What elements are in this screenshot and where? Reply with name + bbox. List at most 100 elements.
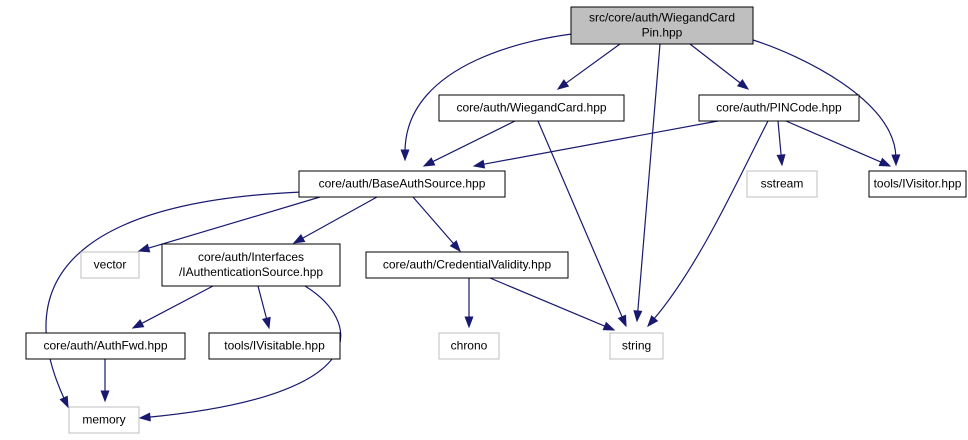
edge-line <box>257 285 268 321</box>
node-box <box>68 406 140 434</box>
node-label: core/auth/PINCode.hpp <box>716 101 842 115</box>
edge-root-to-ivisitor <box>752 39 901 167</box>
edge-line <box>139 285 214 325</box>
node-vector: vector <box>80 251 140 279</box>
edge-wiegandcard-to-string <box>537 120 627 328</box>
edge-line <box>45 191 303 400</box>
edge-line <box>146 196 321 250</box>
node-label: memory <box>82 413 125 427</box>
edge-baseauth-to-vector <box>137 196 321 253</box>
edge-arrowhead <box>292 233 306 244</box>
edge-credvalidity-to-chrono <box>464 278 474 329</box>
edge-iauthsource-to-authfwd <box>131 285 214 329</box>
node-memory: memory <box>68 406 140 434</box>
edge-arrowhead <box>422 157 436 167</box>
edge-line <box>689 43 743 85</box>
edge-line <box>300 196 378 240</box>
node-label: /IAuthenticationSource.hpp <box>179 265 323 279</box>
edge-line <box>777 120 782 158</box>
node-box <box>868 170 967 198</box>
edge-line <box>752 39 897 158</box>
edge-arrowhead <box>131 319 145 329</box>
node-box <box>25 332 186 360</box>
edge-line <box>564 43 621 85</box>
edge-baseauth-to-memory <box>45 191 303 409</box>
edge-arrowhead <box>400 149 410 162</box>
node-box <box>698 94 860 122</box>
node-ivisitable[interactable]: tools/IVisitable.hpp <box>208 332 341 360</box>
node-baseauth[interactable]: core/auth/BaseAuthSource.hpp <box>298 170 506 198</box>
node-label: core/auth/Interfaces <box>198 250 304 264</box>
edge-wiegandcard-to-baseauth <box>422 120 516 167</box>
edge-line <box>785 120 883 164</box>
edge-arrowhead <box>602 321 616 331</box>
edge-baseauth-to-credvalidity <box>412 196 461 253</box>
edge-iauthsource-to-ivisitable <box>257 285 271 330</box>
edge-line <box>481 120 719 166</box>
edge-pincode-to-string <box>647 120 769 328</box>
edge-pincode-to-ivisitor <box>785 120 892 167</box>
node-box <box>161 243 341 287</box>
node-label: core/auth/BaseAuthSource.hpp <box>319 177 486 191</box>
edge-line <box>637 43 661 314</box>
node-iauthsource[interactable]: core/auth/Interfaces/IAuthenticationSour… <box>161 243 341 287</box>
edge-arrowhead <box>776 154 786 167</box>
node-label: string <box>622 339 651 353</box>
node-box <box>609 332 664 360</box>
edge-arrowhead <box>100 390 110 403</box>
edge-arrowhead <box>472 159 486 169</box>
node-label: Pin.hpp <box>642 26 683 40</box>
node-label: core/auth/AuthFwd.hpp <box>43 339 167 353</box>
node-box <box>208 332 341 360</box>
edge-line <box>430 120 516 163</box>
node-box <box>438 94 625 122</box>
node-label: vector <box>94 258 127 272</box>
node-label: core/auth/WiegandCard.hpp <box>456 101 606 115</box>
node-string: string <box>609 332 664 360</box>
edge-arrowhead <box>138 412 151 422</box>
edge-arrowhead <box>891 154 901 167</box>
node-ivisitor[interactable]: tools/IVisitor.hpp <box>868 170 967 198</box>
edge-arrowhead <box>617 314 627 328</box>
node-label: tools/IVisitable.hpp <box>224 339 325 353</box>
node-box <box>570 6 754 45</box>
edge-line <box>412 196 456 246</box>
edge-line <box>652 120 769 321</box>
edge-arrowhead <box>878 157 892 167</box>
edge-arrowhead <box>137 243 151 253</box>
node-label: chrono <box>451 339 488 353</box>
node-credvalidity[interactable]: core/auth/CredentialValidity.hpp <box>365 251 569 279</box>
edge-arrowhead <box>59 395 69 409</box>
node-label: src/core/auth/WiegandCard <box>589 11 735 25</box>
edge-line <box>404 33 573 153</box>
edge-authfwd-to-memory <box>100 359 110 403</box>
edge-arrowhead <box>556 79 570 90</box>
edge-credvalidity-to-string <box>489 277 616 331</box>
edge-arrowhead <box>464 316 474 329</box>
edge-pincode-to-baseauth <box>472 120 719 169</box>
node-wiegandcard[interactable]: core/auth/WiegandCard.hpp <box>438 94 625 122</box>
edge-line <box>489 277 607 328</box>
node-pincode[interactable]: core/auth/PINCode.hpp <box>698 94 860 122</box>
edges-layer <box>45 33 901 422</box>
node-box <box>365 251 569 279</box>
edge-arrowhead <box>736 78 750 90</box>
node-box <box>438 332 500 360</box>
edge-arrowhead <box>261 316 271 330</box>
edge-root-to-string <box>633 43 661 323</box>
edge-arrowhead <box>449 240 461 253</box>
node-box <box>80 251 140 279</box>
edge-baseauth-to-iauthsource <box>292 196 378 244</box>
node-label: tools/IVisitor.hpp <box>874 177 962 191</box>
edge-arrowhead <box>647 315 659 328</box>
edge-root-to-pincode <box>689 43 750 90</box>
node-authfwd[interactable]: core/auth/AuthFwd.hpp <box>25 332 186 360</box>
edge-root-to-baseauth <box>400 33 573 162</box>
node-sstream: sstream <box>746 170 818 198</box>
edge-arrowhead <box>633 310 643 323</box>
node-box <box>746 170 818 198</box>
node-label: core/auth/CredentialValidity.hpp <box>383 258 552 272</box>
